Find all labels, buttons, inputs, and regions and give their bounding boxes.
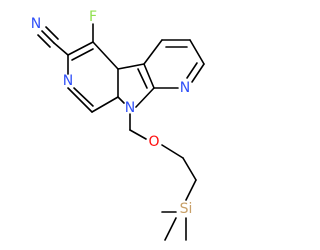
o-ch2-bond xyxy=(161,144,184,159)
ch2-o-bond xyxy=(129,129,147,140)
ring-bond-c4-c3 xyxy=(67,41,94,56)
ring-bond-c4b-c3 xyxy=(92,41,119,70)
nitrile-c-to-ring-bond xyxy=(53,42,69,56)
ring-bond-c6-c7 xyxy=(189,39,205,65)
right-pyridine-nitrogen-label: N xyxy=(180,80,190,96)
ring-bond-c7-n8-double xyxy=(186,62,198,79)
nitrile-triple-bond-c xyxy=(45,26,59,40)
ch2-si-bond xyxy=(185,179,197,201)
ring-bond-c7-n8 xyxy=(191,63,205,83)
nitrile-triple-bond-b xyxy=(37,34,51,48)
pyrrole-nitrogen: N xyxy=(125,100,135,116)
fluorine-atom: F xyxy=(89,9,97,25)
right-pyridine-nitrogen: N xyxy=(180,80,190,96)
nitrile-triple-bond-a xyxy=(41,30,55,44)
silicon-atom: Si xyxy=(180,201,193,217)
bonds xyxy=(37,23,205,241)
silicon-label: Si xyxy=(180,201,193,217)
ether-oxygen: O xyxy=(148,134,159,150)
si-methyl-bottom-bond xyxy=(164,217,177,241)
ring-bond-c4a-c9b xyxy=(143,63,155,89)
left-pyridine-nitrogen: N xyxy=(63,73,73,89)
atom-labels: N F N N N O Si xyxy=(31,9,193,217)
nitrile-nitrogen: N xyxy=(31,16,41,32)
ring-bond-n9-c9a xyxy=(117,96,125,104)
ring-bond-c4a-c5 xyxy=(143,39,163,65)
ring-bond-c1-c9a xyxy=(91,96,119,113)
ring-bond-c4b-c4a xyxy=(117,63,145,70)
ring-bond-c4a-c9b-double xyxy=(137,68,148,89)
left-pyridine-nitrogen-label: N xyxy=(63,73,73,89)
ether-oxygen-label: O xyxy=(148,134,159,150)
ch2-ch2-bond xyxy=(182,157,197,181)
nitrile-nitrogen-label: N xyxy=(31,16,41,32)
ring-bond-c4-c3-double xyxy=(71,48,94,61)
ring-bond-n-c1 xyxy=(67,87,93,113)
ring-bond-c9b-n9 xyxy=(135,87,155,108)
pyrrole-nitrogen-label: N xyxy=(125,100,135,116)
chemical-structure: N F N N N O Si xyxy=(31,9,205,241)
ring-bond-n-c1-double xyxy=(73,87,94,107)
fluorine-label: F xyxy=(89,9,97,25)
